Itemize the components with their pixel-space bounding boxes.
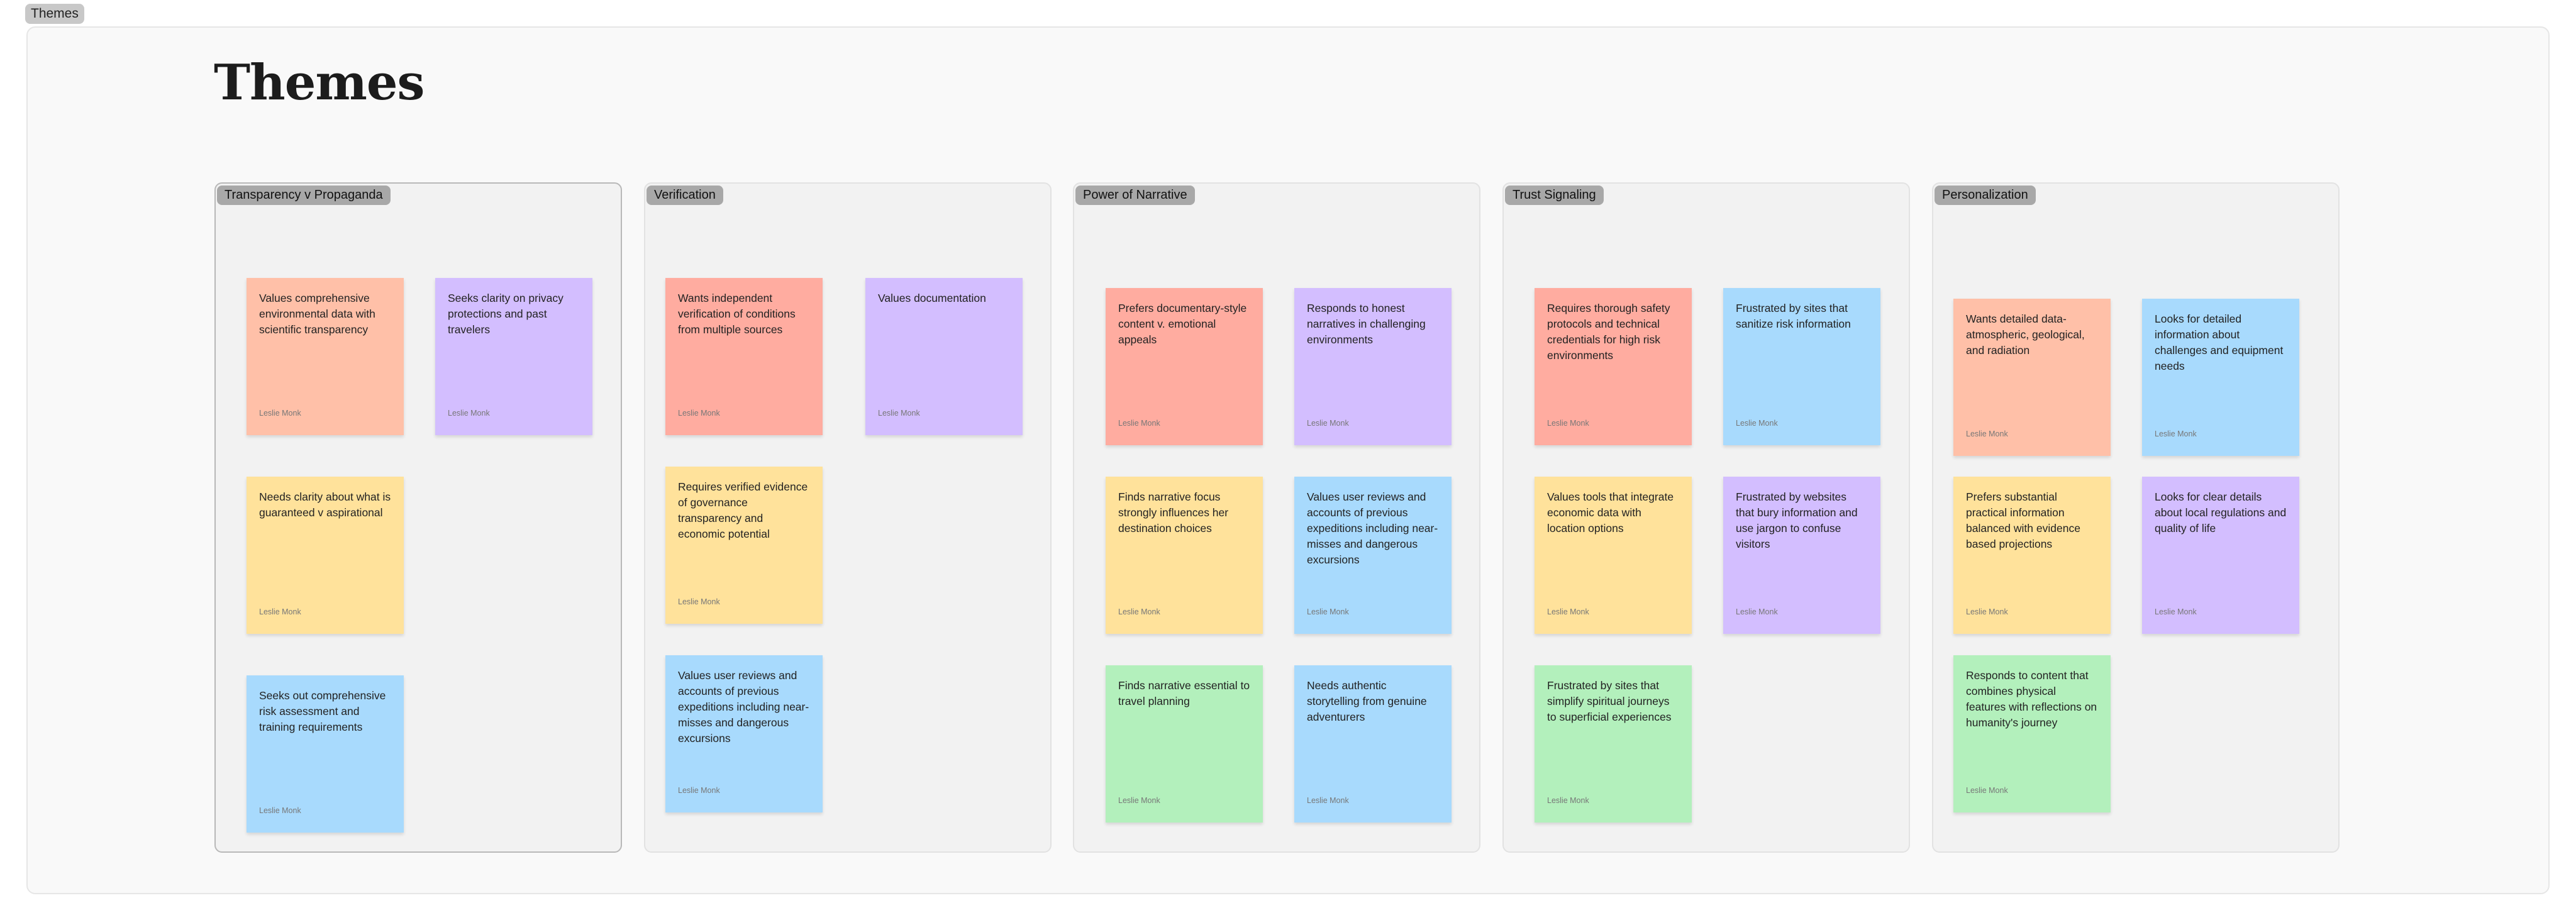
sticky-note[interactable]: Wants independent verification of condit… <box>665 278 823 435</box>
frame-label[interactable]: Themes <box>25 4 84 24</box>
sticky-note[interactable]: Needs authentic storytelling from genuin… <box>1294 665 1452 823</box>
sticky-note-author: Leslie Monk <box>878 409 920 418</box>
sticky-note-author: Leslie Monk <box>1118 419 1160 428</box>
sticky-note-text: Frustrated by sites that simplify spirit… <box>1547 679 1672 723</box>
sticky-note[interactable]: Needs clarity about what is guaranteed v… <box>247 477 404 634</box>
sticky-note[interactable]: Requires verified evidence of governance… <box>665 467 823 624</box>
section-trust-signaling[interactable]: Trust Signaling Requires thorough safety… <box>1502 182 1910 853</box>
section-power-of-narrative[interactable]: Power of Narrative Prefers documentary-s… <box>1073 182 1480 853</box>
sticky-note-author: Leslie Monk <box>1736 419 1778 428</box>
sticky-note-text: Prefers substantial practical informatio… <box>1966 490 2080 550</box>
section-title[interactable]: Verification <box>647 186 723 205</box>
sticky-note-text: Values comprehensive environmental data … <box>259 292 375 336</box>
sticky-note-author: Leslie Monk <box>448 409 490 418</box>
sticky-note-author: Leslie Monk <box>1736 607 1778 616</box>
sticky-note-text: Finds narrative focus strongly influence… <box>1118 490 1229 535</box>
sticky-note-text: Frustrated by sites that sanitize risk i… <box>1736 302 1851 330</box>
sticky-note-text: Responds to honest narratives in challen… <box>1307 302 1426 346</box>
sticky-note-text: Finds narrative essential to travel plan… <box>1118 679 1250 707</box>
sticky-note[interactable]: Wants detailed data-atmospheric, geologi… <box>1953 299 2111 456</box>
sticky-note-author: Leslie Monk <box>678 786 720 795</box>
sticky-note-author: Leslie Monk <box>1966 607 2008 616</box>
sticky-note-author: Leslie Monk <box>259 409 301 418</box>
sticky-note-author: Leslie Monk <box>1118 607 1160 616</box>
sticky-note[interactable]: Frustrated by websites that bury informa… <box>1723 477 1880 634</box>
sticky-note-author: Leslie Monk <box>1307 419 1349 428</box>
sticky-note[interactable]: Prefers substantial practical informatio… <box>1953 477 2111 634</box>
sticky-note[interactable]: Requires thorough safety protocols and t… <box>1535 288 1692 445</box>
sticky-note-author: Leslie Monk <box>259 806 301 815</box>
sticky-note-author: Leslie Monk <box>1966 786 2008 795</box>
sticky-note-author: Leslie Monk <box>1547 607 1589 616</box>
sticky-note-author: Leslie Monk <box>678 597 720 606</box>
sticky-note-text: Prefers documentary-style content v. emo… <box>1118 302 1247 346</box>
sticky-note-author: Leslie Monk <box>1547 419 1589 428</box>
sticky-note-text: Seeks clarity on privacy protections and… <box>448 292 564 336</box>
sticky-note[interactable]: Finds narrative focus strongly influence… <box>1106 477 1263 634</box>
sticky-note[interactable]: Frustrated by sites that sanitize risk i… <box>1723 288 1880 445</box>
sticky-note-author: Leslie Monk <box>259 607 301 616</box>
section-transparency-v-propaganda[interactable]: Transparency v Propaganda Values compreh… <box>214 182 622 853</box>
section-title[interactable]: Trust Signaling <box>1505 186 1604 205</box>
sticky-note-text: Frustrated by websites that bury informa… <box>1736 490 1858 550</box>
page-title: Themes <box>214 54 425 111</box>
sticky-note-author: Leslie Monk <box>678 409 720 418</box>
sticky-note-text: Requires verified evidence of governance… <box>678 480 808 540</box>
sticky-note[interactable]: Prefers documentary-style content v. emo… <box>1106 288 1263 445</box>
sticky-note-text: Values documentation <box>878 292 986 304</box>
sticky-note-author: Leslie Monk <box>1307 796 1349 805</box>
sticky-note-text: Responds to content that combines physic… <box>1966 669 2097 729</box>
sticky-note[interactable]: Values documentation Leslie Monk <box>865 278 1023 435</box>
sticky-note-text: Needs clarity about what is guaranteed v… <box>259 490 391 519</box>
sticky-note[interactable]: Looks for detailed information about cha… <box>2142 299 2299 456</box>
sticky-note-text: Requires thorough safety protocols and t… <box>1547 302 1670 362</box>
sticky-note[interactable]: Values comprehensive environmental data … <box>247 278 404 435</box>
sticky-note-text: Looks for detailed information about cha… <box>2155 313 2284 372</box>
section-personalization[interactable]: Personalization Wants detailed data-atmo… <box>1932 182 2340 853</box>
sticky-note-text: Values user reviews and accounts of prev… <box>1307 490 1438 566</box>
section-title[interactable]: Personalization <box>1935 186 2036 205</box>
sticky-note[interactable]: Finds narrative essential to travel plan… <box>1106 665 1263 823</box>
section-title[interactable]: Power of Narrative <box>1075 186 1195 205</box>
sticky-note-text: Needs authentic storytelling from genuin… <box>1307 679 1427 723</box>
sticky-note-author: Leslie Monk <box>1307 607 1349 616</box>
sticky-note[interactable]: Frustrated by sites that simplify spirit… <box>1535 665 1692 823</box>
sticky-note[interactable]: Seeks out comprehensive risk assessment … <box>247 675 404 833</box>
sticky-note[interactable]: Values user reviews and accounts of prev… <box>1294 477 1452 634</box>
sticky-note-text: Wants independent verification of condit… <box>678 292 796 336</box>
sticky-note-text: Looks for clear details about local regu… <box>2155 490 2287 535</box>
sticky-note[interactable]: Looks for clear details about local regu… <box>2142 477 2299 634</box>
sticky-note-text: Values user reviews and accounts of prev… <box>678 669 809 745</box>
sticky-note[interactable]: Responds to content that combines physic… <box>1953 655 2111 812</box>
sticky-note-text: Values tools that integrate economic dat… <box>1547 490 1674 535</box>
sticky-note-author: Leslie Monk <box>1118 796 1160 805</box>
sticky-note-author: Leslie Monk <box>1966 430 2008 438</box>
sticky-note[interactable]: Responds to honest narratives in challen… <box>1294 288 1452 445</box>
section-verification[interactable]: Verification Wants independent verificat… <box>644 182 1052 853</box>
sticky-note[interactable]: Values tools that integrate economic dat… <box>1535 477 1692 634</box>
sticky-note-text: Wants detailed data-atmospheric, geologi… <box>1966 313 2085 357</box>
sticky-note-author: Leslie Monk <box>1547 796 1589 805</box>
sticky-note-author: Leslie Monk <box>2155 607 2197 616</box>
sticky-note[interactable]: Seeks clarity on privacy protections and… <box>435 278 592 435</box>
section-title[interactable]: Transparency v Propaganda <box>217 186 391 205</box>
sticky-note[interactable]: Values user reviews and accounts of prev… <box>665 655 823 812</box>
sticky-note-author: Leslie Monk <box>2155 430 2197 438</box>
sticky-note-text: Seeks out comprehensive risk assessment … <box>259 689 386 733</box>
